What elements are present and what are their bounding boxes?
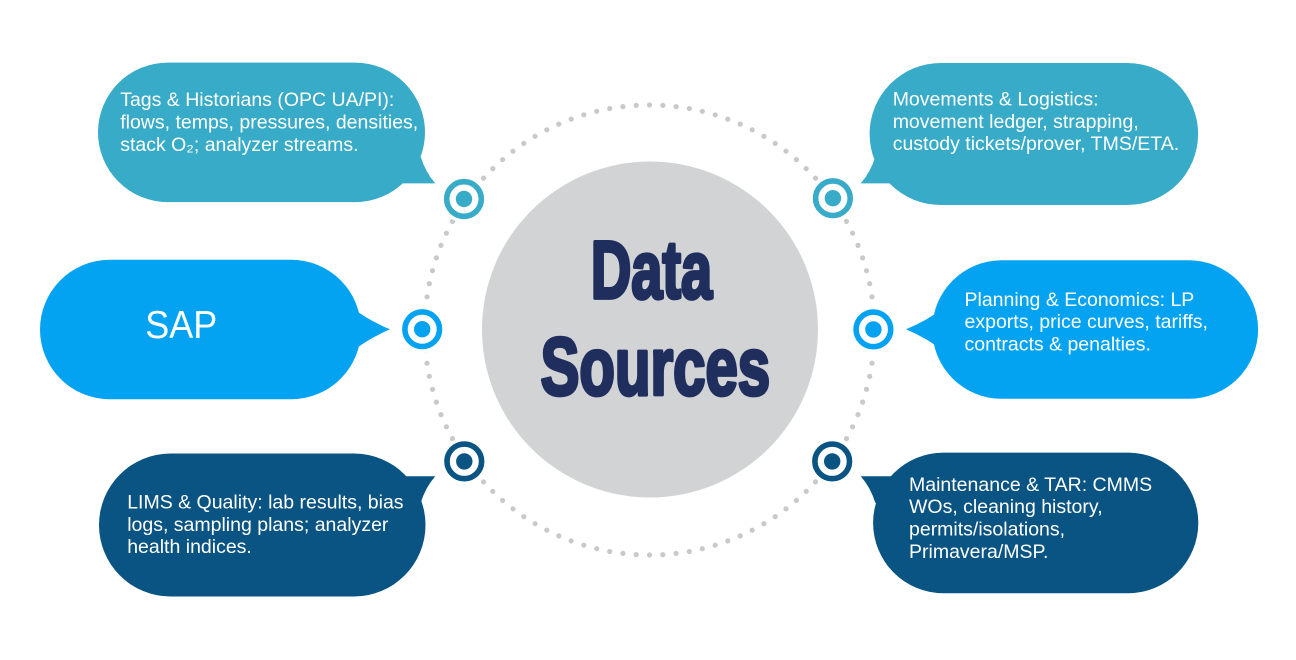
svg-text:SAP: SAP: [145, 304, 217, 347]
svg-text:movement ledger, strapping,: movement ledger, strapping,: [893, 111, 1139, 133]
svg-text:permits/isolations,: permits/isolations,: [909, 519, 1065, 541]
svg-text:Primavera/MSP.: Primavera/MSP.: [909, 541, 1048, 563]
svg-text:logs, sampling plans; analyzer: logs, sampling plans; analyzer: [127, 514, 389, 536]
svg-text:stack O₂; analyzer streams.: stack O₂; analyzer streams.: [120, 134, 358, 156]
svg-text:flows, temps, pressures, densi: flows, temps, pressures, densities,: [120, 112, 418, 134]
svg-text:custody tickets/prover, TMS/ET: custody tickets/prover, TMS/ETA.: [893, 133, 1179, 155]
svg-text:contracts & penalties.: contracts & penalties.: [965, 334, 1151, 356]
svg-text:Tags & Historians (OPC UA/PI):: Tags & Historians (OPC UA/PI):: [120, 89, 394, 111]
svg-text:health indices.: health indices.: [127, 536, 252, 558]
svg-text:Movements & Logistics:: Movements & Logistics:: [893, 89, 1099, 111]
svg-text:Sources: Sources: [541, 321, 771, 412]
svg-text:exports, price curves, tariffs: exports, price curves, tariffs,: [965, 311, 1208, 333]
svg-text:WOs, cleaning history,: WOs, cleaning history,: [909, 496, 1103, 518]
svg-text:Data: Data: [591, 225, 713, 316]
svg-text:Maintenance & TAR: CMMS: Maintenance & TAR: CMMS: [909, 474, 1152, 496]
svg-text:LIMS & Quality: lab results, b: LIMS & Quality: lab results, bias: [127, 492, 404, 514]
svg-text:Planning & Economics: LP: Planning & Economics: LP: [965, 289, 1195, 311]
